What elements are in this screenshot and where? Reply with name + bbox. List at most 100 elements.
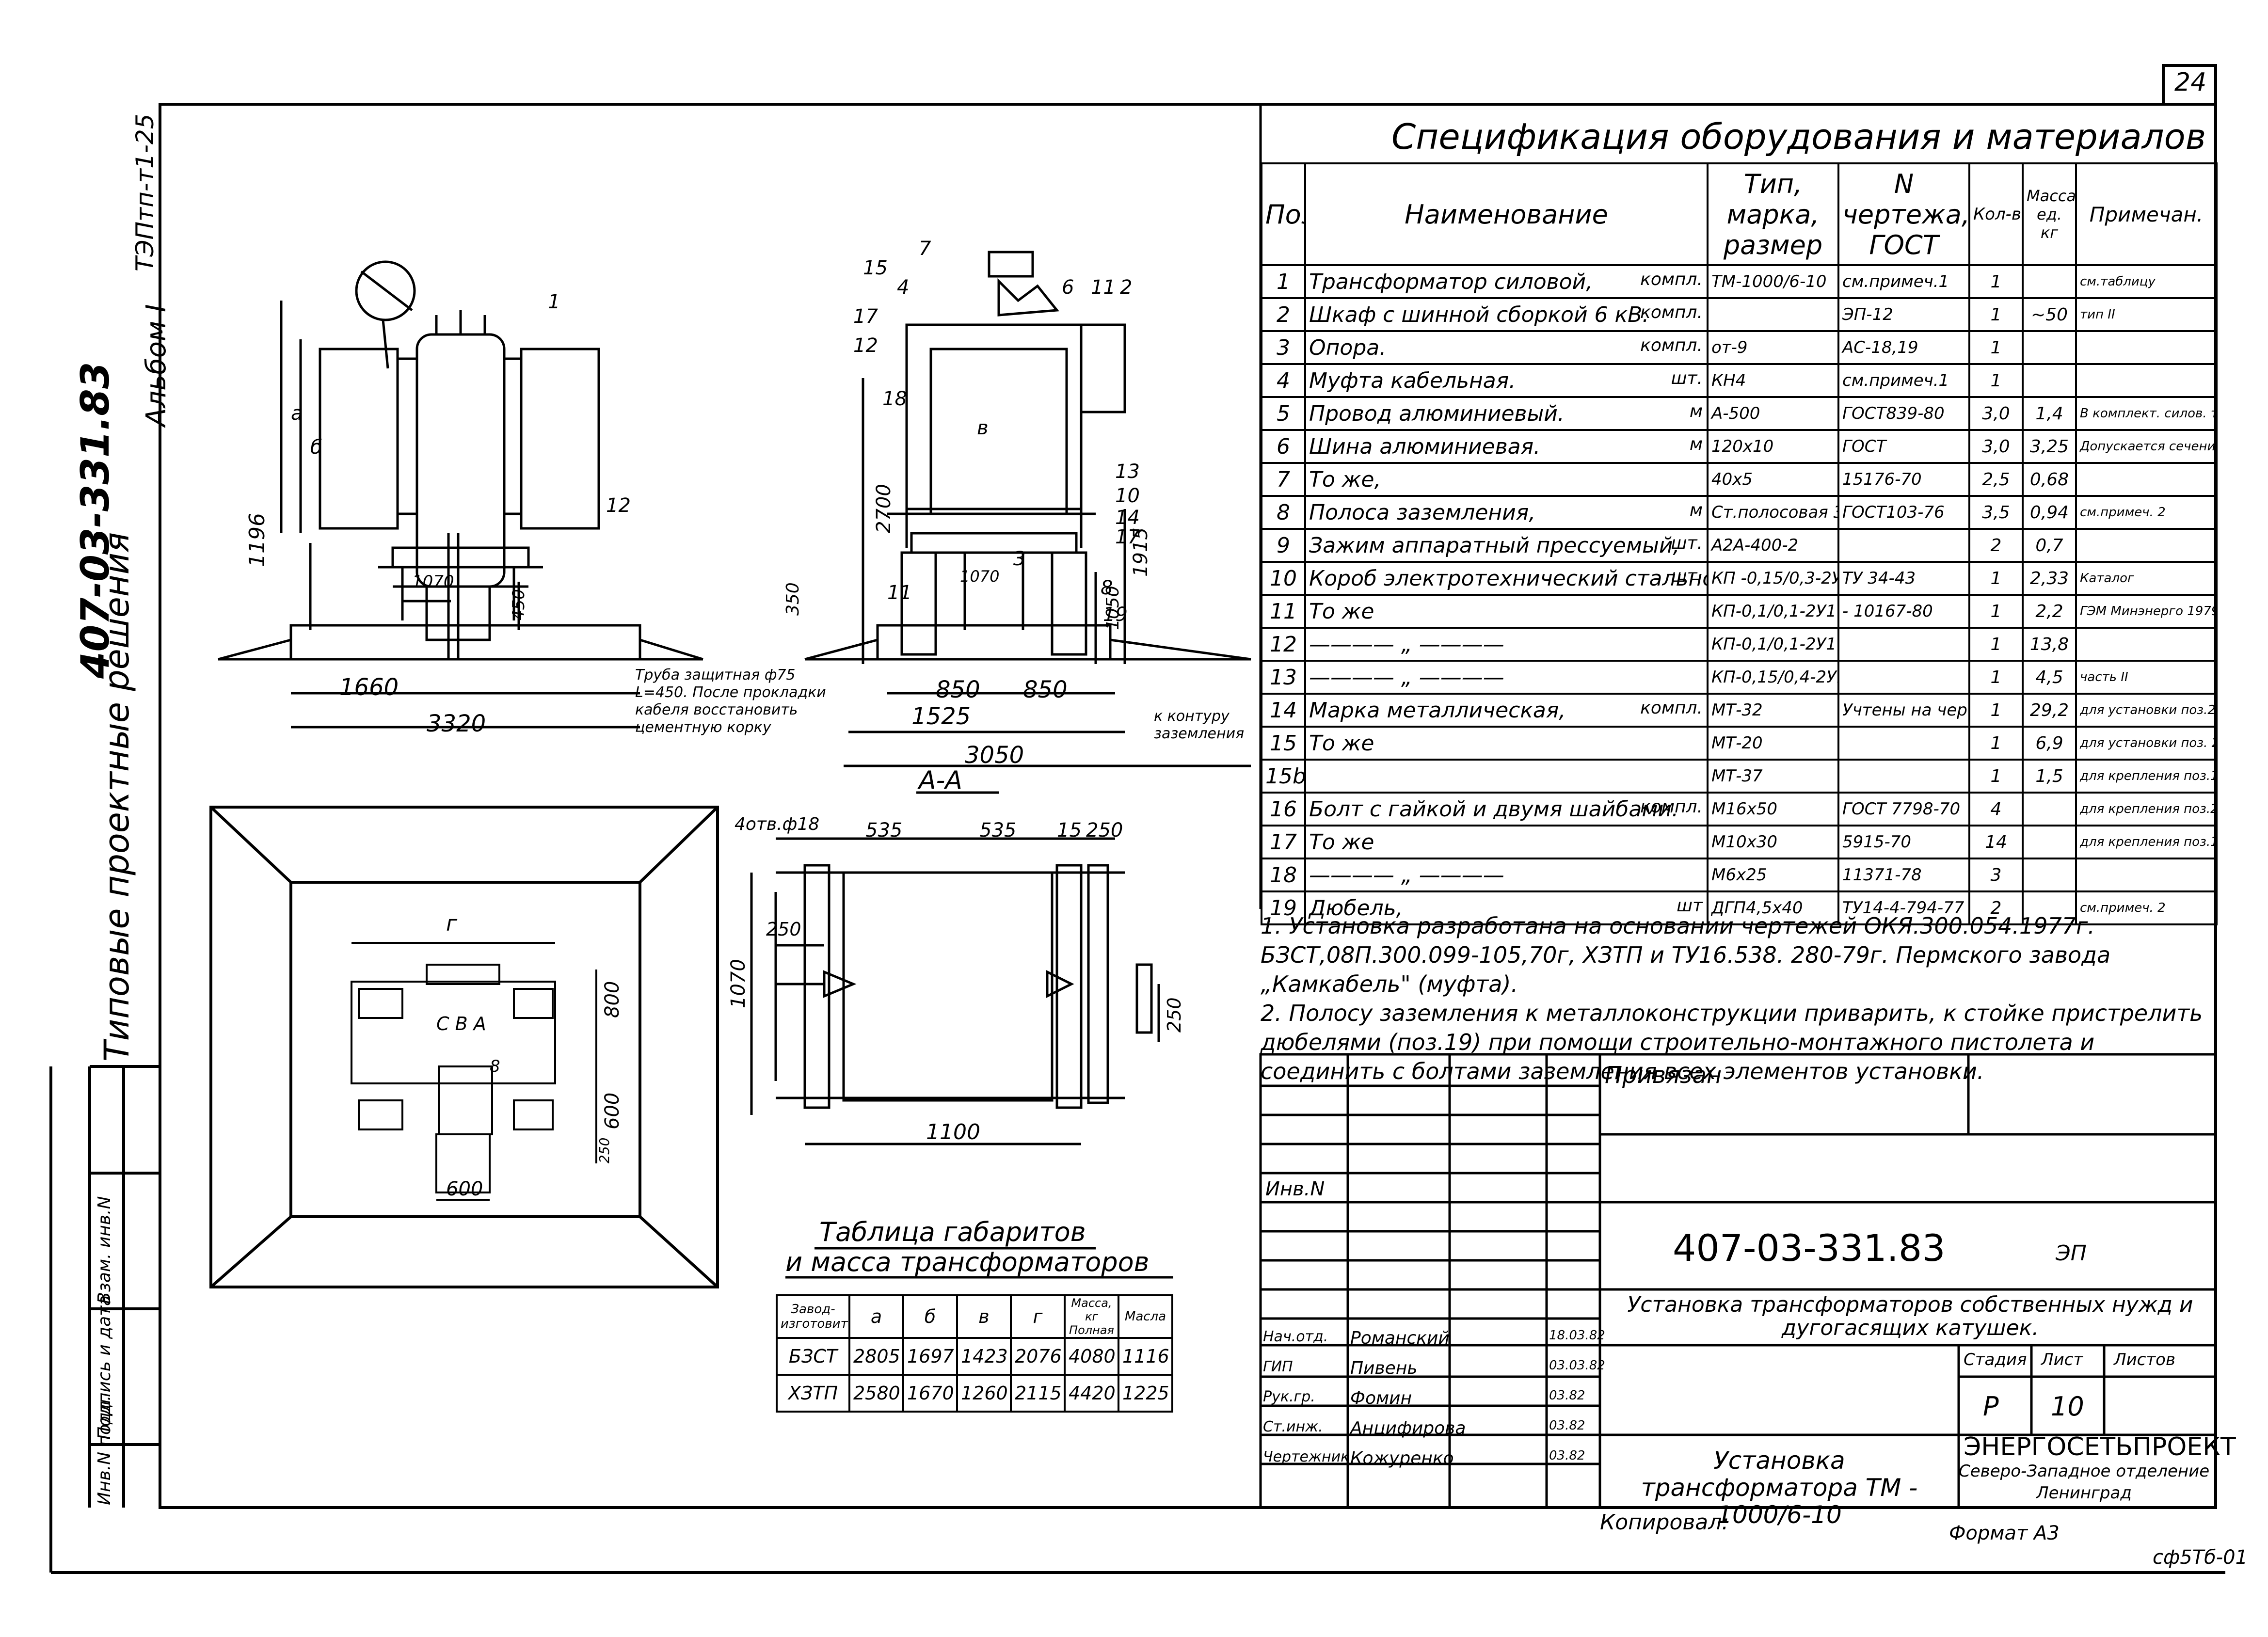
spec-cell: 10 [1261, 561, 1306, 596]
holes-note: 4отв.ф18 [735, 814, 820, 834]
signature-name: Фомин [1350, 1388, 1412, 1408]
spec-cell-name: Провод алюминиевый.м [1304, 396, 1709, 431]
signature-role: Ст.инж. [1263, 1418, 1323, 1435]
sheet-number: 24 [2174, 68, 2207, 97]
spec-cell: 13,8 [2022, 627, 2077, 662]
signature-role: ГИП [1263, 1358, 1293, 1375]
spec-cell: В комплект. силов. трансформат. входит [2075, 396, 2218, 431]
spec-cell: для крепления поз.1 [2075, 759, 2218, 794]
spec-cell: Ст.полосовая 30х4 [1707, 495, 1839, 530]
spec-item-name: Трансформатор силовой, [1309, 269, 1593, 294]
doc-mark: ЭП [2056, 1241, 2087, 1266]
callout-17b: 17 [1115, 526, 1140, 548]
spec-cell: МТ-37 [1707, 759, 1839, 794]
callout-3: 3 [1013, 548, 1026, 570]
spec-cell [1837, 528, 1970, 563]
spec-cell-name: Трансформатор силовой,компл. [1304, 264, 1709, 299]
spec-item-name: То же, [1309, 467, 1381, 492]
spec-cell-name: Болт с гайкой и двумя шайбами.компл. [1304, 792, 1709, 826]
dim-1070-side: 1070 [960, 567, 1000, 586]
spec-item-unit: шт. [1671, 368, 1703, 388]
dim-1196: 1196 [245, 513, 270, 567]
signature-date: 03.82 [1549, 1448, 1585, 1463]
callout-1: 1 [548, 291, 560, 313]
spec-item-unit: м [1689, 401, 1703, 421]
spec-cell: КН4 [1707, 363, 1839, 398]
spec-cell-name: То же [1304, 726, 1709, 761]
spec-cell: см.примеч. 2 [2075, 495, 2218, 530]
spec-cell: 1 [1968, 594, 2024, 629]
spec-row: 13———— „ ————КП-0,15/0,4-2У1 (L=250)14,5… [1261, 660, 2218, 695]
spec-cell: 13 [1261, 660, 1306, 695]
spec-cell [2075, 627, 2218, 662]
dims-cell: 2076 [1010, 1337, 1066, 1376]
front-view [218, 260, 703, 729]
inv-label: Инв.N [1265, 1178, 1325, 1200]
spec-body: 1 Трансформатор силовой,компл.ТМ-1000/6-1… [1261, 264, 2218, 925]
dim-1070-front: 1070 [412, 572, 454, 591]
spec-cell: 3,25 [2022, 429, 2077, 464]
spec-cell: 3 [1968, 858, 2024, 892]
spec-cell: 2,2 [2022, 594, 2077, 629]
spec-cell: 15b [1261, 759, 1306, 794]
spec-cell: 1 [1968, 330, 2024, 365]
spec-cell: - 10167-80 [1837, 594, 1970, 629]
spec-cell [2075, 528, 2218, 563]
spec-cell-name: Муфта кабельная.шт. [1304, 363, 1709, 398]
dim-600-h: 600 [446, 1178, 483, 1200]
callout-11: 11 [1091, 276, 1116, 299]
spec-item-name: Марка металлическая, [1309, 698, 1566, 723]
spec-cell-name: Опора.компл. [1304, 330, 1709, 365]
dim-250-a: 250 [766, 919, 801, 940]
spec-cell: 19 [1261, 890, 1306, 925]
dim-350: 350 [783, 582, 803, 616]
spec-cell: 1 [1968, 297, 2024, 332]
callout-7: 7 [919, 238, 931, 260]
spec-cell: ~50 [2022, 297, 2077, 332]
note-2: 2. Полосу заземления к металлоконструкци… [1261, 1000, 2203, 1084]
org-dept: Северо-Западное отделение [1959, 1462, 2210, 1481]
spec-item-unit: м [1689, 434, 1703, 454]
spec-cell: Учтены на чертежах строительной части [1837, 693, 1970, 728]
dim-1525: 1525 [911, 703, 971, 730]
side-stamp-2: Взам. инв.N [95, 1196, 114, 1304]
spec-item-name: Опора. [1309, 335, 1387, 360]
callout-17: 17 [853, 305, 878, 328]
spec-cell: 8 [1261, 495, 1306, 530]
spec-cell: 1,4 [2022, 396, 2077, 431]
spec-cell: 1 [1968, 759, 2024, 794]
spec-item-name: Болт с гайкой и двумя шайбами. [1309, 796, 1679, 822]
spec-cell: КП-0,1/0,1-2У1 (L=300) [1707, 594, 1839, 629]
spec-cell [1837, 660, 1970, 695]
spec-cell-name: Полоса заземления,м [1304, 495, 1709, 530]
spec-cell: для установки поз. 2 [2075, 726, 2218, 761]
spec-cell: 0,7 [2022, 528, 2077, 563]
spec-cell: 6 [1261, 429, 1306, 464]
spec-cell-name: ———— „ ———— [1304, 627, 1709, 662]
spec-cell: А-500 [1707, 396, 1839, 431]
spec-cell: 0,68 [2022, 462, 2077, 497]
spec-item-name: ———— „ ———— [1309, 862, 1504, 888]
dim-1100: 1100 [926, 1120, 980, 1144]
callout-18: 18 [882, 388, 907, 410]
corner-code: сф5Тб-01 [2153, 1546, 2248, 1569]
spec-cell: ТМ-1000/6-10 [1707, 264, 1839, 299]
spec-cell: 6,9 [2022, 726, 2077, 761]
spec-cell: 1 [1968, 561, 2024, 596]
spec-cell: 15 [1261, 726, 1306, 761]
dims-cell: 2115 [1010, 1374, 1066, 1413]
spec-item-name: Полоса заземления, [1309, 500, 1536, 525]
spec-item-name: Шкаф с шинной сборкой 6 кВ. [1309, 302, 1649, 327]
sheet-title: Установка трансформатора ТМ - 1000/6-10 [1641, 1446, 1918, 1529]
spec-cell: 1 [1968, 264, 2024, 299]
format-label: Формат А3 [1949, 1522, 2060, 1544]
